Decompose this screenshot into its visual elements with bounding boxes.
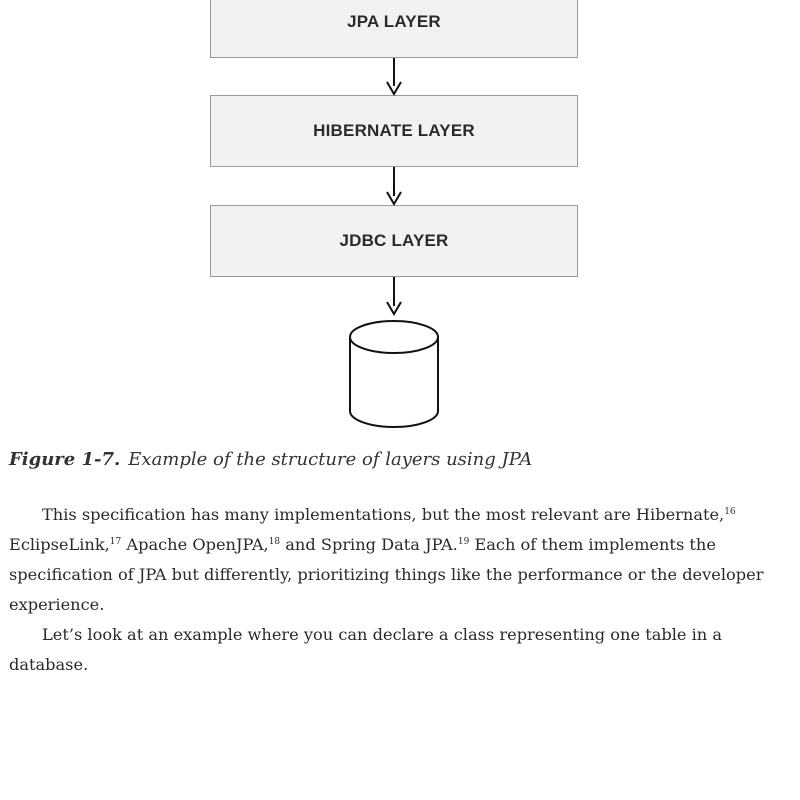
hibernate-layer-box: HIBERNATE LAYER: [210, 95, 578, 167]
diagram-arrows: [386, 58, 402, 316]
footnote-ref-17[interactable]: 17: [109, 537, 122, 547]
arrow-jpa-to-hibernate: [386, 58, 402, 96]
footnote-ref-19[interactable]: 19: [457, 537, 470, 547]
jpa-layer-label: JPA LAYER: [347, 12, 441, 31]
paragraph-text: This specification has many implementati…: [42, 505, 725, 524]
body-text: This specification has many implementati…: [9, 500, 784, 680]
paragraph-text: Let’s look at an example where you can d…: [9, 625, 723, 674]
paragraph-text: EclipseLink,: [9, 535, 110, 554]
database-cylinder-icon: [349, 320, 439, 428]
figure-caption-text: Example of the structure of layers using…: [128, 449, 533, 470]
hibernate-layer-label: HIBERNATE LAYER: [313, 121, 475, 140]
footnote-ref-18[interactable]: 18: [268, 537, 281, 547]
jdbc-layer-label: JDBC LAYER: [339, 231, 449, 250]
paragraph-text: and Spring Data JPA.: [280, 535, 458, 554]
paragraph-1: This specification has many implementati…: [9, 500, 784, 620]
footnote-ref-16[interactable]: 16: [724, 507, 736, 517]
figure-label: Figure 1-7.: [9, 449, 121, 470]
paragraph-text: Apache OpenJPA,: [121, 535, 269, 554]
jpa-layer-box: JPA LAYER: [210, 0, 578, 58]
arrow-hibernate-to-jdbc: [386, 167, 402, 206]
paragraph-text: Each of them implements the specificatio…: [9, 535, 764, 614]
layer-diagram: JPA LAYER HIBERNATE LAYER JDBC LAYER: [210, 0, 578, 428]
jdbc-layer-box: JDBC LAYER: [210, 205, 578, 277]
figure-caption: Figure 1-7. Example of the structure of l…: [9, 449, 532, 470]
arrow-jdbc-to-database: [386, 277, 402, 316]
paragraph-2: Let’s look at an example where you can d…: [9, 620, 784, 680]
